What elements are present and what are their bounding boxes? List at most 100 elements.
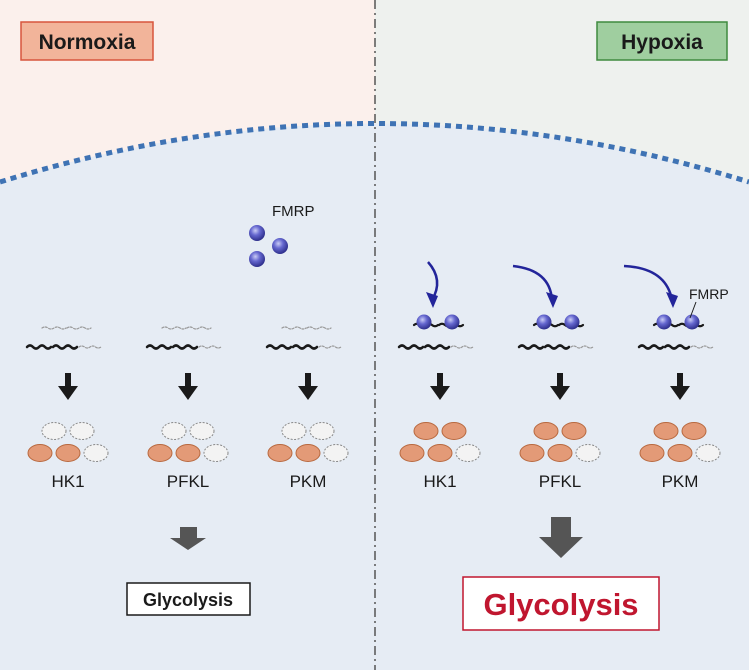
protein-oval-empty [203,444,229,462]
protein-oval-empty [575,444,601,462]
protein-oval [639,444,665,462]
protein-oval [441,422,467,440]
mrna-strand [291,344,319,350]
protein-oval [681,422,707,440]
mrna-strand [145,344,173,350]
mrna-dotted-strand [78,345,102,349]
protein-oval [561,422,587,440]
gene-label: HK1 [423,472,456,491]
protein-oval [413,422,439,440]
hypoxia-fmrp-label: FMRP [689,286,729,302]
mrna-dotted-strand [450,345,474,349]
normoxia-glycolysis-box: Glycolysis [126,582,251,616]
gene-label: PKM [290,472,327,491]
protein-oval [267,444,293,462]
protein-oval [547,444,573,462]
translation-arrow [58,373,78,400]
normoxia-title-box: Normoxia [20,21,154,61]
hypoxia-glycolysis-label: Glycolysis [483,587,638,622]
fmrp-protein [536,314,552,330]
protein-oval [27,444,53,462]
mrna-strand [265,344,293,350]
normoxia-gene-column-pfkl: PFKL [145,326,229,491]
protein-oval [399,444,425,462]
mrna-dotted-strand [690,345,714,349]
normoxia-fmrp-label: FMRP [272,203,315,220]
translation-arrow [670,373,690,400]
protein-oval-empty [695,444,721,462]
normoxia-gene-column-pkm: PKM [265,326,349,491]
mrna-strand [663,344,691,350]
protein-oval [519,444,545,462]
gene-label: PFKL [539,472,582,491]
protein-oval-empty [455,444,481,462]
fmrp-binding-arrowhead [426,292,438,308]
protein-oval [147,444,173,462]
cell-membrane [0,121,749,185]
protein-oval-empty [83,444,109,462]
translation-arrow [430,373,450,400]
protein-oval [175,444,201,462]
mrna-dotted-strand [41,326,67,330]
protein-oval [295,444,321,462]
protein-oval [189,422,215,440]
mrna-dotted-strand [161,326,187,330]
hypoxia-gene-column-pkm: FMRP PKM [623,264,729,491]
protein-oval [69,422,95,440]
gene-label: PFKL [167,472,210,491]
normoxia-title: Normoxia [39,31,136,54]
mrna-strand [171,344,199,350]
protein-oval [161,422,187,440]
protein-oval [41,422,67,440]
protein-oval [281,422,307,440]
large-glycolysis-arrow [539,517,583,558]
translation-arrow [550,373,570,400]
gene-label: HK1 [51,472,84,491]
mrna-strand [423,344,451,350]
normoxia-gene-column-hk1: HK1 [25,326,109,491]
mrna-dotted-strand [186,326,212,330]
normoxia-glycolysis-label: Glycolysis [143,590,233,610]
protein-oval [309,422,335,440]
small-glycolysis-arrow [170,527,206,550]
fmrp-protein [564,314,580,330]
fmrp-protein [249,225,265,241]
protein-oval [653,422,679,440]
fmrp-protein [249,251,265,267]
mrna-strand [51,344,79,350]
mrna-dotted-strand [198,345,222,349]
fmrp-label-leader [689,301,697,319]
translation-arrow [298,373,318,400]
mrna-strand [397,344,425,350]
fmrp-protein [272,238,288,254]
fmrp-protein [444,314,460,330]
free-fmrp-cluster [249,225,288,267]
mrna-dotted-strand [66,326,92,330]
hypoxia-glycolysis-box: Glycolysis [462,576,660,631]
protein-oval [427,444,453,462]
mrna-dotted-strand [281,326,307,330]
hypoxia-title-box: Hypoxia [596,21,728,61]
mrna-dotted-strand [318,345,342,349]
hypoxia-gene-column-pfkl: PFKL [512,264,601,491]
protein-oval-empty [323,444,349,462]
fmrp-protein [416,314,432,330]
fmrp-binding-arrowhead [546,292,558,308]
mrna-strand [637,344,665,350]
mrna-strand [25,344,53,350]
hypoxia-title: Hypoxia [621,31,703,54]
fmrp-protein [684,314,700,330]
fmrp-binding-arrowhead [666,292,678,308]
mrna-dotted-strand [570,345,594,349]
mrna-strand [543,344,571,350]
mrna-dotted-strand [306,326,332,330]
protein-oval [667,444,693,462]
fmrp-protein [656,314,672,330]
protein-oval [55,444,81,462]
hypoxia-gene-column-hk1: HK1 [397,261,481,491]
translation-arrow [178,373,198,400]
protein-oval [533,422,559,440]
gene-label: PKM [662,472,699,491]
